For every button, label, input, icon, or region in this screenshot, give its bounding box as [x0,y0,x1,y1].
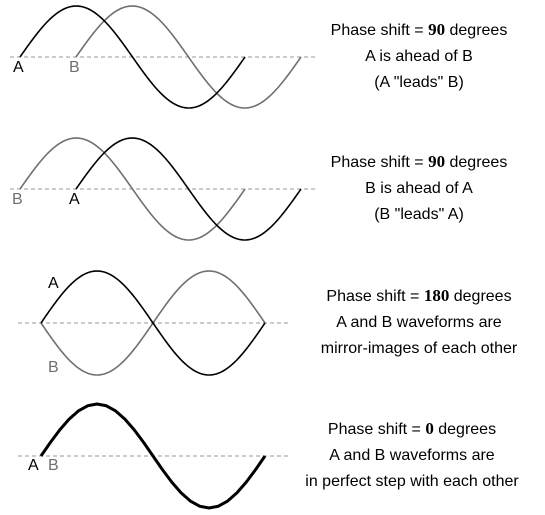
panel-1-wave-b [75,5,302,109]
panel-2-label-a: A [69,191,80,208]
panel-4-caption-line3: in perfect step with each other [305,473,519,490]
panel-1-label-b: B [69,59,80,76]
panel-1-caption-line3: (A "leads" B) [374,74,464,91]
panel-1-phase-line: Phase shift = 90 degrees [330,20,508,39]
panel-2-wave-b [19,137,246,241]
panel-4-label-a: A [28,457,39,474]
panel-2-caption-line3: (B "leads" A) [374,206,464,223]
panel-1-waveforms: A B [10,5,318,109]
panel-3-caption-line2: A and B waveforms are [336,314,502,331]
panel-2-wave-a [75,137,302,241]
panel-2-caption: Phase shift = 90 degrees B is ahead of A… [318,149,520,228]
panel-2-phase-line: Phase shift = 90 degrees [330,152,508,171]
panel-1-label-a: A [13,59,24,76]
panel-3-caption-line3: mirror-images of each other [320,340,518,357]
panel-2-waveforms: B A [10,137,318,241]
panel-1-wave-a [19,5,246,109]
panel-2-label-b: B [12,191,23,208]
panel-4-phase-line: Phase shift = 0 degrees [327,419,497,438]
panel-1-caption-line2: A is ahead of B [365,48,473,65]
panel-3-waveforms: A B [18,270,290,376]
panel-4-caption-line2: A and B waveforms are [329,447,495,464]
panel-4-wave-ab [39,402,267,510]
panel-1-caption: Phase shift = 90 degrees A is ahead of B… [318,17,520,96]
panel-3-phase-line: Phase shift = 180 degrees [326,286,512,305]
panel-3-label-b: B [48,359,59,376]
panel-4-waveforms: A B [18,402,290,510]
panel-2-caption-line2: B is ahead of A [365,180,473,197]
panel-3-caption: Phase shift = 180 degrees A and B wavefo… [303,283,535,362]
panel-3-label-a: A [48,275,59,292]
panel-4-caption: Phase shift = 0 degrees A and B waveform… [282,416,542,495]
panel-4-label-b: B [48,457,59,474]
panel-3-wave-a [40,270,266,376]
